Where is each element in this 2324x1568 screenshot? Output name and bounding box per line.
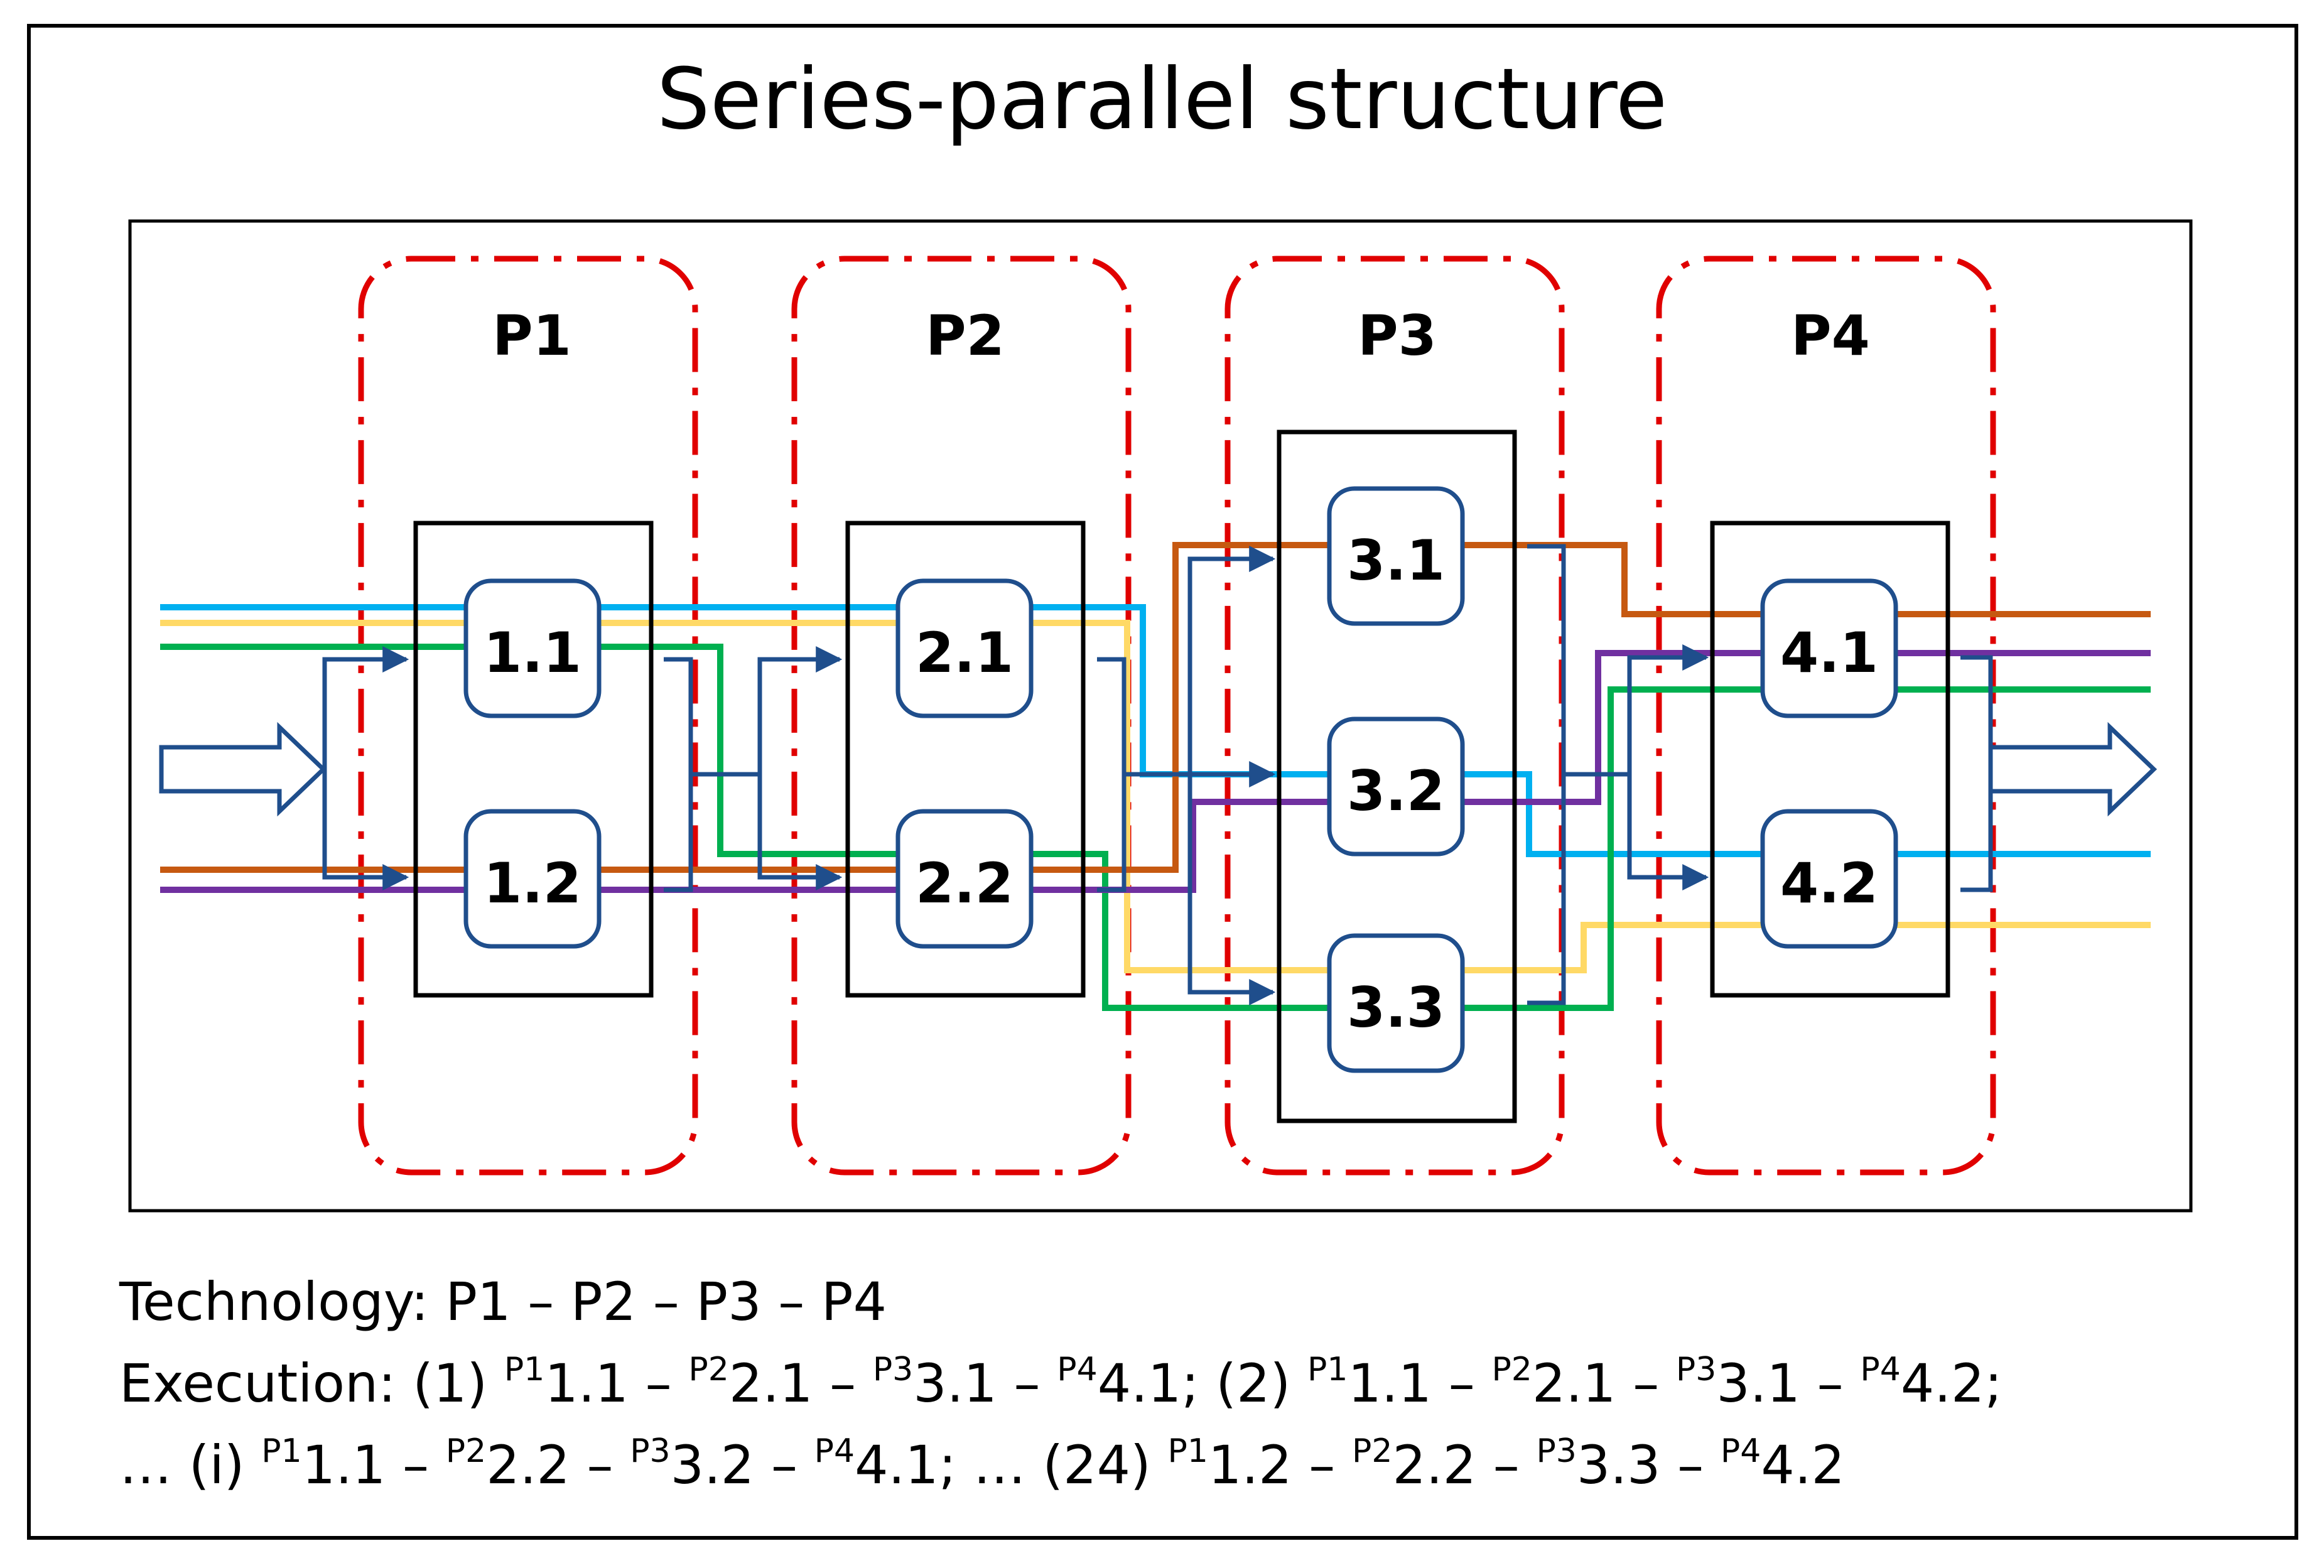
seg-3-5: P11.2 – [1167,1432,1352,1496]
stage-group-p1 [358,256,698,1176]
process-box-p3 [1277,430,1517,1123]
node-3-3 [1327,933,1465,1073]
seg-2-0: Execution: (1) [119,1353,504,1414]
seg-3-3: P33.2 – [630,1432,814,1496]
caption-execution: Execution: (1) P11.1 – P22.1 – P33.1 – P… [119,1343,2002,1424]
seg-3-6: P22.2 – [1351,1432,1537,1496]
connector-in-3-3 [1187,774,1276,1005]
diagram-title: Series-parallel structure [656,50,1668,148]
process-box-p1 [413,521,654,998]
connector-in-1-2 [322,774,409,890]
stage-label-p2: P2 [926,303,1005,368]
stage-label-p1: P1 [492,303,571,368]
node-label-1-2: 1.2 [484,851,581,916]
node-3-2 [1327,716,1465,857]
process-nodes: 1.1 1.2 2.1 2.2 3.1 3.2 3.3 4.1 4.2 [463,486,1898,1073]
seg-3-8: P44.2 [1720,1432,1845,1496]
seg-3-4: P44.1; … (24) [814,1432,1168,1496]
seg-2-6: P22.1 – [1491,1351,1676,1414]
caption-technology: Technology: P1 – P2 – P3 – P4 [119,1271,887,1333]
connector-in-3-1 [1187,546,1276,774]
node-4-1 [1760,578,1898,718]
seg-2-3: P33.1 – [872,1351,1057,1414]
stage-groups [358,256,1996,1176]
stage-group-p2 [791,256,1132,1176]
seg-3-0: … (i) [119,1434,262,1496]
node-label-2-2: 2.2 [916,851,1013,916]
node-label-3-2: 3.2 [1347,759,1445,823]
node-1-1 [463,578,602,718]
node-label-2-1: 2.1 [916,620,1013,685]
node-label-3-3: 3.3 [1347,975,1445,1040]
stage-label-p4: P4 [1791,303,1870,368]
connector-in-4-2 [1627,774,1709,890]
connector-in-1-1 [322,646,409,774]
node-label-4-2: 4.2 [1780,851,1878,916]
process-containers [413,430,1950,1123]
stage-group-p3 [1224,256,1565,1176]
stage-label-p3: P3 [1358,303,1437,368]
node-1-2 [463,809,602,949]
node-4-2 [1760,809,1898,949]
stage-group-p4 [1656,256,1996,1176]
connector-out-1-1 [664,657,693,892]
node-2-1 [895,578,1034,718]
caption-execution-examples: … (i) P11.1 – P22.2 – P33.2 – P44.1; … (… [119,1424,2002,1506]
caption: Technology: P1 – P2 – P3 – P4 Execution:… [119,1261,2002,1506]
connector-in-4-1 [1627,644,1709,774]
figure-frame [27,24,2298,1540]
seg-2-8: P44.2; [1860,1351,2002,1414]
seg-3-2: P22.2 – [445,1432,630,1496]
node-label-1-1: 1.1 [484,620,581,685]
input-arrow [159,722,327,817]
node-2-2 [895,809,1034,949]
diagram-panel [128,219,2193,1213]
seg-2-7: P33.1 – [1675,1351,1861,1414]
seg-2-1: P11.1 – [504,1351,689,1414]
connector-in-2-1 [757,646,843,774]
node-label-3-1: 3.1 [1347,528,1445,593]
connector-out-3 [1527,544,1566,1005]
flow-connectors [322,544,1993,1005]
seg-3-7: P33.3 – [1536,1432,1721,1496]
output-arrow [1988,722,2158,817]
node-label-4-1: 4.1 [1780,620,1878,685]
seg-2-4: P44.1; (2) [1057,1351,1307,1414]
node-3-1 [1327,486,1465,626]
seg-3-1: P11.1 – [261,1432,446,1496]
connector-in-2-2 [757,774,843,890]
process-box-p2 [845,521,1086,998]
seg-2-2: P22.1 – [688,1351,873,1414]
process-box-p4 [1710,521,1950,998]
route-green [160,644,2151,1011]
seg-2-5: P11.1 – [1307,1351,1492,1414]
